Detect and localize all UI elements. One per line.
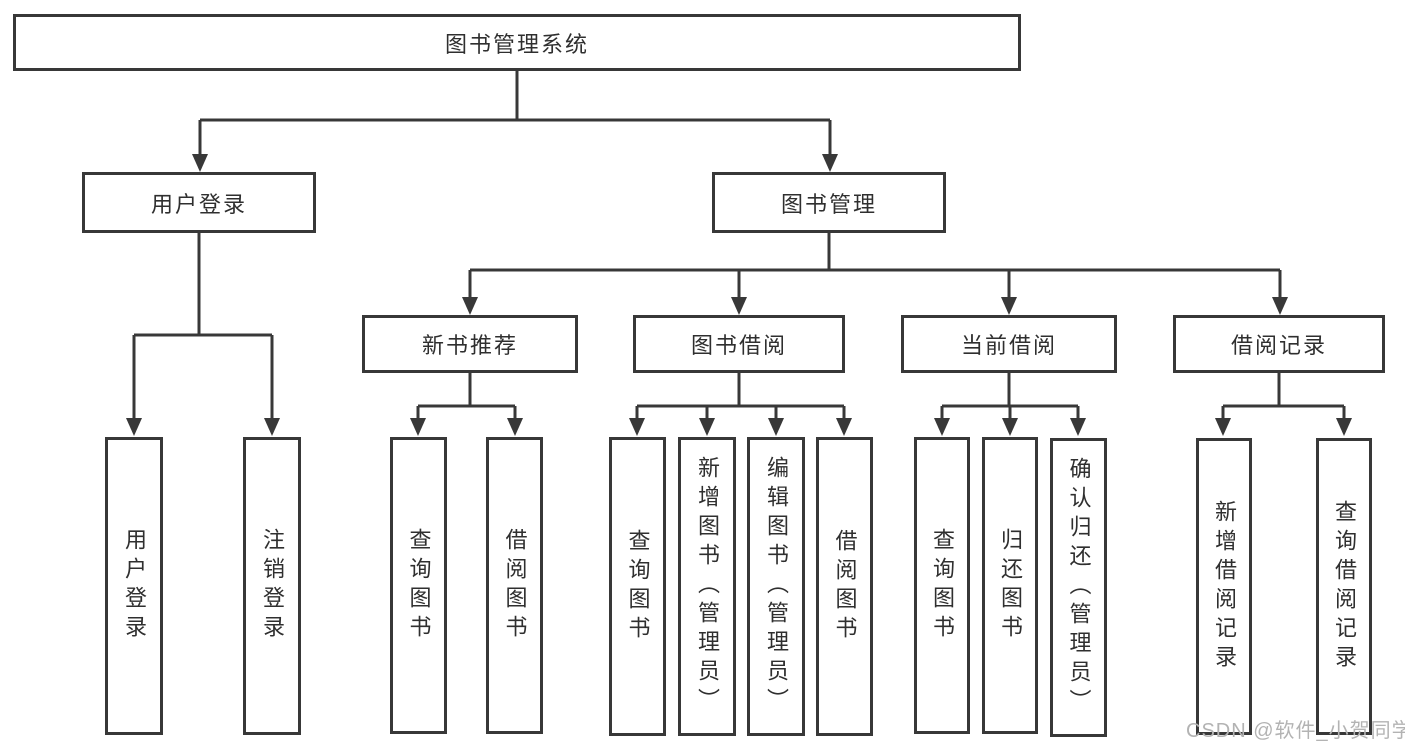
node-current-borrow: 当前借阅 [901,315,1117,373]
node-book-management: 图书管理 [712,172,946,233]
leaf-edit-books-admin: 编辑图书（管理员） [747,437,805,736]
leaf-label: 查询图书 [930,527,955,644]
leaf-return-books: 归还图书 [982,437,1038,734]
leaf-borrow-books-recommend: 借阅图书 [486,437,543,734]
leaf-label: 确认归还（管理员） [1066,457,1092,718]
node-library-system: 图书管理系统 [13,14,1021,71]
leaf-query-borrow-record: 查询借阅记录 [1316,438,1372,735]
leaf-label: 查询图书 [406,527,432,644]
node-new-book-recommend: 新书推荐 [362,315,578,373]
leaf-add-borrow-record: 新增借阅记录 [1196,438,1252,735]
node-borrow-records: 借阅记录 [1173,315,1385,373]
leaf-borrow-books: 借阅图书 [816,437,873,736]
leaf-add-books-admin: 新增图书（管理员） [678,437,736,736]
node-book-borrow: 图书借阅 [633,315,845,373]
leaf-logout: 注销登录 [243,437,301,735]
leaf-label: 新增借阅记录 [1212,499,1237,674]
leaf-label: 查询图书 [625,528,651,645]
leaf-label: 注销登录 [260,528,285,644]
watermark: CSDN @软件_小贺同学 [1186,720,1405,742]
leaf-label: 归还图书 [998,527,1023,644]
leaf-label: 用户登录 [122,528,147,644]
leaf-confirm-return-admin: 确认归还（管理员） [1050,438,1107,737]
leaf-user-login: 用户登录 [105,437,163,735]
node-user-login: 用户登录 [82,172,316,233]
leaf-label: 新增图书（管理员） [695,456,720,717]
leaf-label: 借阅图书 [502,527,528,644]
leaf-query-books-recommend: 查询图书 [390,437,447,734]
leaf-query-books-current: 查询图书 [914,437,970,734]
leaf-query-books-borrow: 查询图书 [609,437,666,736]
arrowheads [126,154,1352,436]
leaf-label: 查询借阅记录 [1332,499,1357,674]
leaf-label: 编辑图书（管理员） [764,456,789,717]
leaf-label: 借阅图书 [832,528,858,645]
